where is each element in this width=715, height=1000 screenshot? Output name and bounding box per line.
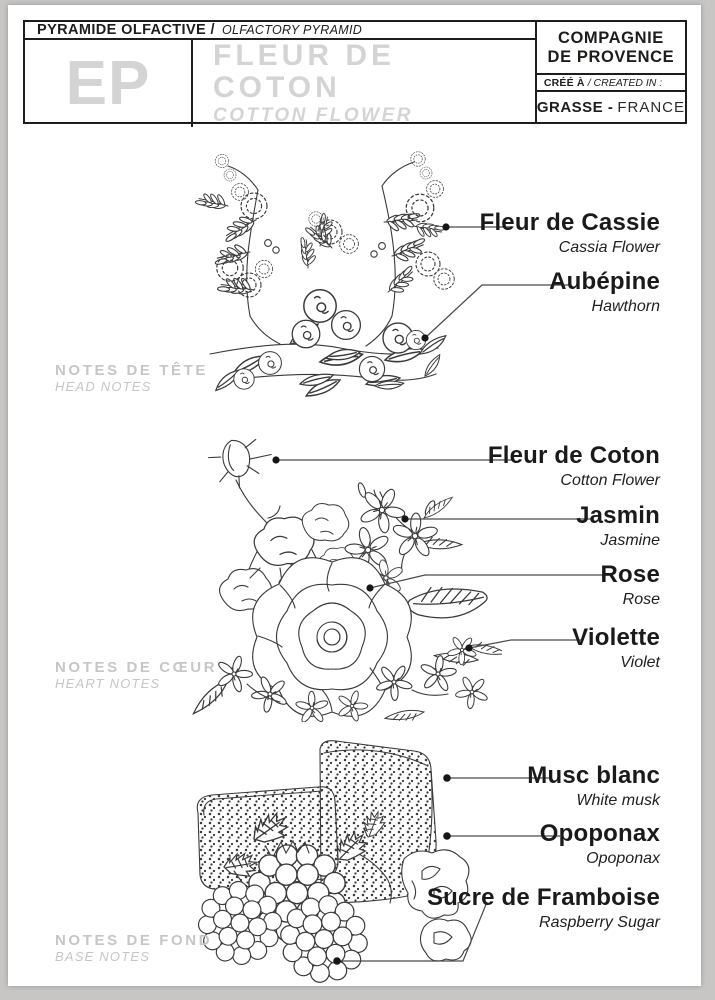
brand-name: COMPAGNIE DE PROVENCE (536, 22, 685, 75)
section-label-base-notes: NOTES DE FOND BASE NOTES (55, 932, 213, 964)
note-rose: Rose Rose (601, 562, 661, 608)
pyramid-title-row: PYRAMIDE OLFACTIVE / OLFACTORY PYRAMID (25, 22, 535, 40)
note-name-fr: Opoponax (539, 820, 660, 847)
note-fleur-de-coton: Fleur de Coton Cotton Flower (488, 443, 660, 489)
note-name-en: Hawthorn (591, 297, 660, 315)
section-label-en: HEAD NOTES (55, 378, 152, 394)
section-label-en: BASE NOTES (55, 948, 151, 964)
section-label-head-notes: NOTES DE TÊTE HEAD NOTES (55, 362, 208, 394)
note-name-en: Cotton Flower (560, 471, 660, 489)
pyramid-title-en: OLFACTORY PYRAMID (222, 23, 363, 37)
note-jasmin: Jasmin Jasmine (576, 503, 660, 549)
note-name-fr: Fleur de Coton (487, 442, 660, 469)
olfactory-pyramid-card: PYRAMIDE OLFACTIVE / OLFACTORY PYRAMID E… (8, 5, 701, 986)
logo-cell: EP (25, 40, 193, 127)
note-musc-blanc: Musc blanc White musk (527, 763, 660, 809)
section-label-fr: NOTES DE CŒUR (55, 659, 218, 676)
brand-line1: COMPAGNIE (557, 29, 664, 48)
brand-box: COMPAGNIE DE PROVENCE CRÉÉ À / CREATED I… (536, 22, 685, 122)
pyramid-title-fr: PYRAMIDE OLFACTIVE / (37, 22, 215, 38)
product-title-cell: FLEUR DE COTON COTTON FLOWER (193, 40, 535, 127)
product-name-en: COTTON FLOWER (213, 105, 413, 126)
note-name-en: White musk (576, 791, 660, 809)
note-fleur-de-cassie: Fleur de Cassie Cassia Flower (480, 210, 660, 256)
note-name-fr: Musc blanc (527, 762, 660, 789)
created-in-en: / CREATED IN : (587, 76, 663, 89)
note-name-fr: Aubépine (549, 268, 660, 295)
brand-line2: DE PROVENCE (547, 47, 675, 66)
head-notes-illustration (193, 151, 455, 397)
base-notes-illustration (172, 740, 472, 985)
note-name-en: Rose (622, 590, 660, 608)
note-aubepine: Aubépine Hawthorn (549, 269, 660, 315)
note-name-fr: Jasmin (576, 502, 660, 529)
note-name-fr: Sucre de Framboise (426, 884, 660, 911)
note-sucre-de-framboise: Sucre de Framboise Raspberry Sugar (427, 885, 660, 931)
created-in-row: CRÉÉ À / CREATED IN : (536, 75, 685, 92)
product-row: EP FLEUR DE COTON COTTON FLOWER (25, 40, 535, 127)
note-name-en: Raspberry Sugar (539, 913, 660, 931)
product-name-fr: FLEUR DE COTON (213, 39, 395, 104)
note-name-en: Opoponax (586, 849, 660, 867)
note-name-fr: Fleur de Cassie (479, 209, 660, 236)
header-left: PYRAMIDE OLFACTIVE / OLFACTORY PYRAMID E… (25, 22, 537, 127)
created-in-fr: CRÉÉ À (543, 76, 585, 89)
note-opoponax: Opoponax Opoponax (540, 821, 660, 867)
section-label-en: HEART NOTES (55, 675, 161, 691)
note-name-en: Violet (620, 653, 660, 671)
place-city: GRASSE - (536, 98, 614, 116)
heart-notes-illustration (186, 438, 502, 722)
header: PYRAMIDE OLFACTIVE / OLFACTORY PYRAMID E… (23, 20, 687, 127)
note-name-fr: Violette (572, 624, 660, 651)
section-label-heart-notes: NOTES DE CŒUR HEART NOTES (55, 659, 218, 691)
note-name-fr: Rose (600, 561, 660, 588)
ep-logo: EP (65, 48, 151, 118)
place-row: GRASSE - FRANCE (537, 92, 685, 122)
place-country: FRANCE (617, 98, 685, 116)
section-label-fr: NOTES DE FOND (55, 932, 213, 949)
note-name-en: Jasmine (600, 531, 660, 549)
section-label-fr: NOTES DE TÊTE (55, 362, 208, 379)
note-violette: Violette Violet (572, 625, 660, 671)
note-name-en: Cassia Flower (558, 238, 660, 256)
